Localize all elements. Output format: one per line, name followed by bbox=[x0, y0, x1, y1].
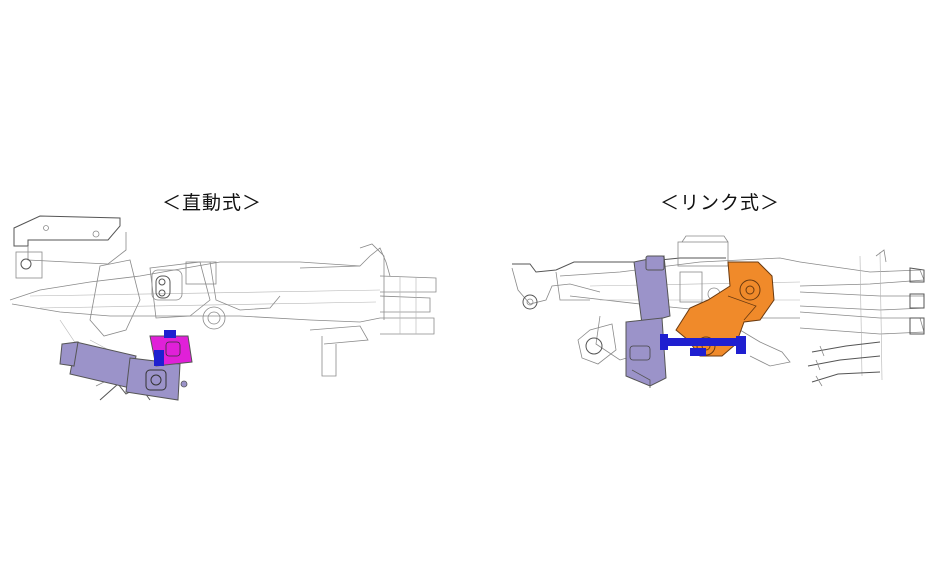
left-caption: ＜直動式＞ bbox=[162, 192, 263, 214]
direct-acting-steering-column bbox=[9, 215, 437, 401]
linear-actuator bbox=[59, 341, 188, 401]
right-caption: ＜リンク式＞ bbox=[660, 192, 781, 214]
link-type-steering-column bbox=[511, 235, 925, 388]
magenta-bracket bbox=[149, 330, 193, 367]
link-actuator bbox=[625, 255, 671, 388]
blue-link-rod bbox=[660, 334, 746, 356]
